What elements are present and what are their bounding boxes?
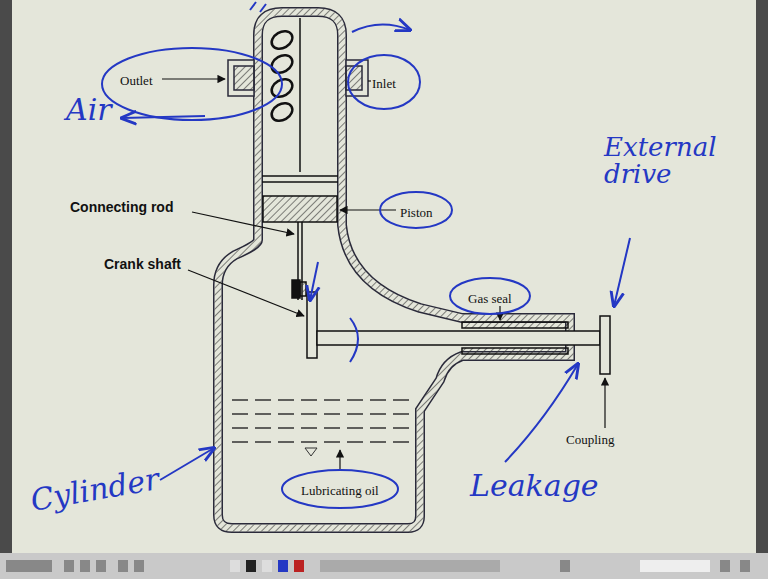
toolbar-icons — [6, 560, 750, 572]
label-anchor: Connecting rod — [70, 198, 173, 216]
label-anchor: Leakage — [470, 470, 599, 502]
part-label: Outlet — [120, 73, 153, 89]
part-label: Inlet — [372, 76, 396, 92]
toolbar — [0, 553, 768, 579]
part-label: Connecting rod — [70, 199, 173, 215]
label-anchor: External drive — [604, 134, 744, 189]
oil-level — [232, 400, 416, 442]
label-anchor: Inlet — [372, 74, 396, 92]
ports — [228, 60, 368, 96]
label-anchor: Piston — [400, 203, 433, 221]
part-label: Crank shaft — [104, 256, 181, 272]
handwritten-note: External drive — [604, 134, 744, 189]
label-anchor: Coupling — [566, 430, 614, 448]
level-mark — [305, 448, 317, 456]
part-label: Piston — [400, 205, 433, 221]
piston-assembly — [263, 196, 610, 374]
part-label: Coupling — [566, 432, 614, 448]
handwritten-note: Air — [66, 94, 112, 126]
handwritten-marks — [102, 2, 630, 508]
handwritten-note: Leakage — [470, 470, 599, 502]
handwritten-note: Cylinder — [28, 463, 161, 517]
slide-ground — [12, 0, 756, 553]
label-anchor: Lubricating oil — [301, 481, 379, 499]
label-anchor: Outlet — [120, 71, 153, 89]
label-anchor: Air — [66, 94, 112, 126]
part-label: Gas seal — [468, 291, 512, 307]
label-anchor: Cylinder — [30, 474, 160, 506]
part-label: Lubricating oil — [301, 483, 379, 499]
leader-lines — [162, 79, 605, 470]
housing — [218, 12, 570, 528]
label-anchor: Crank shaft — [104, 255, 181, 273]
label-anchor: Gas seal — [468, 289, 512, 307]
